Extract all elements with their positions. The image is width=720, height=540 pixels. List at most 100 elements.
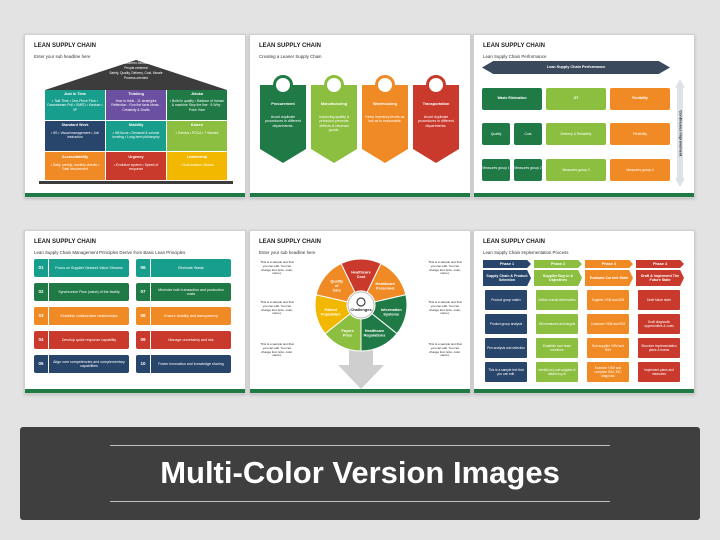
header-text: Lean Supply Chain Performance	[546, 65, 606, 69]
principle-item: Synchronize Flow (value) of the facility	[49, 283, 129, 301]
slide-thumbnail-1[interactable]: LEAN SUPPLY CHAIN Enter your sub headlin…	[24, 34, 246, 198]
transportation-icon	[426, 75, 446, 95]
phase-label: Phase 2	[534, 260, 582, 268]
slide-subtitle: Creating a Leaner Supply Chain	[259, 54, 322, 59]
principle-number: 04	[34, 331, 48, 349]
measure-2	[514, 159, 542, 181]
warehousing-icon	[375, 75, 395, 95]
segment-label: of	[335, 284, 339, 288]
slide-thumbnail-5[interactable]: LEAN SUPPLY CHAIN Enter your sub headlin…	[249, 230, 471, 394]
process-step-warehousing	[362, 85, 408, 163]
segment-label: Patient	[324, 308, 337, 312]
pillar-title: Urgency	[128, 155, 144, 159]
phase-task: Draft diagnostic opportunities & costs	[638, 314, 680, 334]
pillar-title: Leadership	[186, 155, 208, 159]
pillar-thinking	[106, 90, 166, 120]
measure-label: Measures group 2	[514, 166, 542, 170]
pillar-jit	[45, 90, 105, 120]
wheel-hub	[347, 291, 375, 319]
slide-footer-bar	[25, 389, 245, 393]
pillar-items: • Build in quality • Balance of human & …	[169, 99, 225, 112]
pillar-items: • 4M focus • Demand & volume leveling • …	[112, 131, 160, 140]
principle-number: 06	[136, 259, 150, 277]
pillar-title: Stability	[128, 123, 144, 127]
row-base-2	[106, 152, 166, 180]
roof-line: Safety, Quality, Delivery, Cost, Morale	[109, 70, 163, 75]
procurement-icon	[273, 75, 293, 95]
challenges-wheel: HealthcareCostHealthcarePersonnelInforma…	[314, 258, 408, 389]
phase-task: Set measures and targets	[536, 314, 578, 334]
pillar-label: Waste Elimination	[497, 96, 527, 100]
measure-1	[482, 159, 510, 181]
slide-footer-bar	[250, 389, 470, 393]
sample-note: This is a sample text that you can edit.…	[428, 300, 462, 316]
segment-label: Information	[381, 308, 403, 312]
phase-task: Product group matrix	[485, 290, 527, 310]
principle-item: Develop quick response capability	[49, 331, 129, 349]
phase-task: Product group analysis	[485, 314, 527, 334]
pillar-flex	[610, 88, 670, 110]
sample-note: This is a sample text that you can edit.…	[260, 260, 294, 276]
phase-label: Phase 4	[636, 260, 684, 268]
slide-thumbnail-2[interactable]: LEAN SUPPLY CHAIN Creating a Leaner Supp…	[249, 34, 471, 198]
sample-note: This is a sample text that you can edit.…	[428, 260, 462, 276]
pillar-items: • Daily, weekly, monthly checks • Total …	[50, 163, 100, 172]
phase-task: Draft future state	[638, 290, 680, 310]
slide-footer-bar	[474, 193, 694, 197]
phase-task: Examine VSM and complete IEM, 3SC diagno…	[587, 362, 629, 382]
slide-footer-bar	[250, 193, 470, 197]
sub-flexibility	[610, 123, 670, 145]
segment-label: Payers	[341, 329, 353, 333]
pillar-label: JIT	[573, 96, 579, 100]
wheel-segment	[315, 262, 356, 303]
roof-line: Process-oriented	[123, 75, 149, 80]
pillar-title: Just in Time	[63, 92, 87, 96]
banner-title: Multi-Color Version Images	[160, 455, 560, 490]
segment-label: Healthcare	[365, 329, 384, 333]
principle-number: 09	[136, 331, 150, 349]
slide-thumbnail-4[interactable]: LEAN SUPPLY CHAIN Lean Supply Chain Mana…	[24, 230, 246, 394]
slide-title: LEAN SUPPLY CHAIN	[34, 239, 97, 245]
pillar-waste	[482, 88, 542, 110]
step-text: Keep inventory levels as low as is reaso…	[365, 115, 405, 124]
sub-label: Quality	[490, 132, 502, 136]
manufacturing-icon	[324, 75, 344, 95]
principle-number: 08	[136, 307, 150, 325]
step-title: Procurement	[271, 102, 295, 106]
gear-icon	[356, 297, 366, 307]
slide-title: LEAN SUPPLY CHAIN	[259, 43, 322, 49]
segment-label: Regulations	[364, 334, 386, 338]
roof-line: People-centered	[124, 65, 148, 70]
slide-thumbnail-3[interactable]: LEAN SUPPLY CHAIN Lean Supply Chain Perf…	[473, 34, 695, 198]
step-text: Avoid duplicate procedures in different …	[418, 115, 454, 128]
phase-task: Supplier VSM and IEM	[587, 290, 629, 310]
principle-number: 10	[136, 355, 150, 373]
slide-title: LEAN SUPPLY CHAIN	[483, 239, 546, 245]
segment-label: Healthcare	[351, 270, 370, 274]
process-step-procurement	[260, 85, 306, 163]
row-mid-3	[167, 121, 227, 151]
slide-thumbnail-6[interactable]: LEAN SUPPLY CHAIN Lean Supply Chain Impl…	[473, 230, 695, 394]
phase-header: Draft & Implement The Future State	[636, 270, 684, 286]
principle-item: Minimize both transaction and production…	[151, 283, 231, 301]
step-title: Manufacturing	[320, 102, 348, 106]
pillar-jidoka	[167, 90, 227, 120]
sample-note: This is a sample text that you can edit.…	[260, 342, 294, 358]
pillar-title: Kaizen	[190, 123, 204, 127]
house-floor	[39, 181, 233, 184]
phase-label: Phase 1	[483, 260, 531, 268]
step-text: Improving quality & precision prevents d…	[318, 115, 350, 133]
hub-label: Challenges	[350, 307, 372, 312]
principle-item: Eliminate Waste	[151, 259, 231, 277]
measure-label: Measures group 3	[562, 168, 590, 172]
phase-task: Pen analysis and selection	[485, 338, 527, 358]
sub-label: Cost	[524, 132, 532, 136]
measure-label: Measures group 4	[626, 168, 654, 172]
slide-title: LEAN SUPPLY CHAIN	[483, 43, 546, 49]
banner-rule-top	[110, 445, 610, 446]
phase-header: Supply Chain & Product Selection	[483, 270, 531, 286]
pillar-items: • Evolution system • Speed of response	[113, 163, 159, 172]
slide-subtitle: Enter your sub headline here	[34, 54, 91, 59]
pillar-title: Accountability	[61, 155, 89, 159]
phase-task: Customer VSM and IEM	[587, 314, 629, 334]
